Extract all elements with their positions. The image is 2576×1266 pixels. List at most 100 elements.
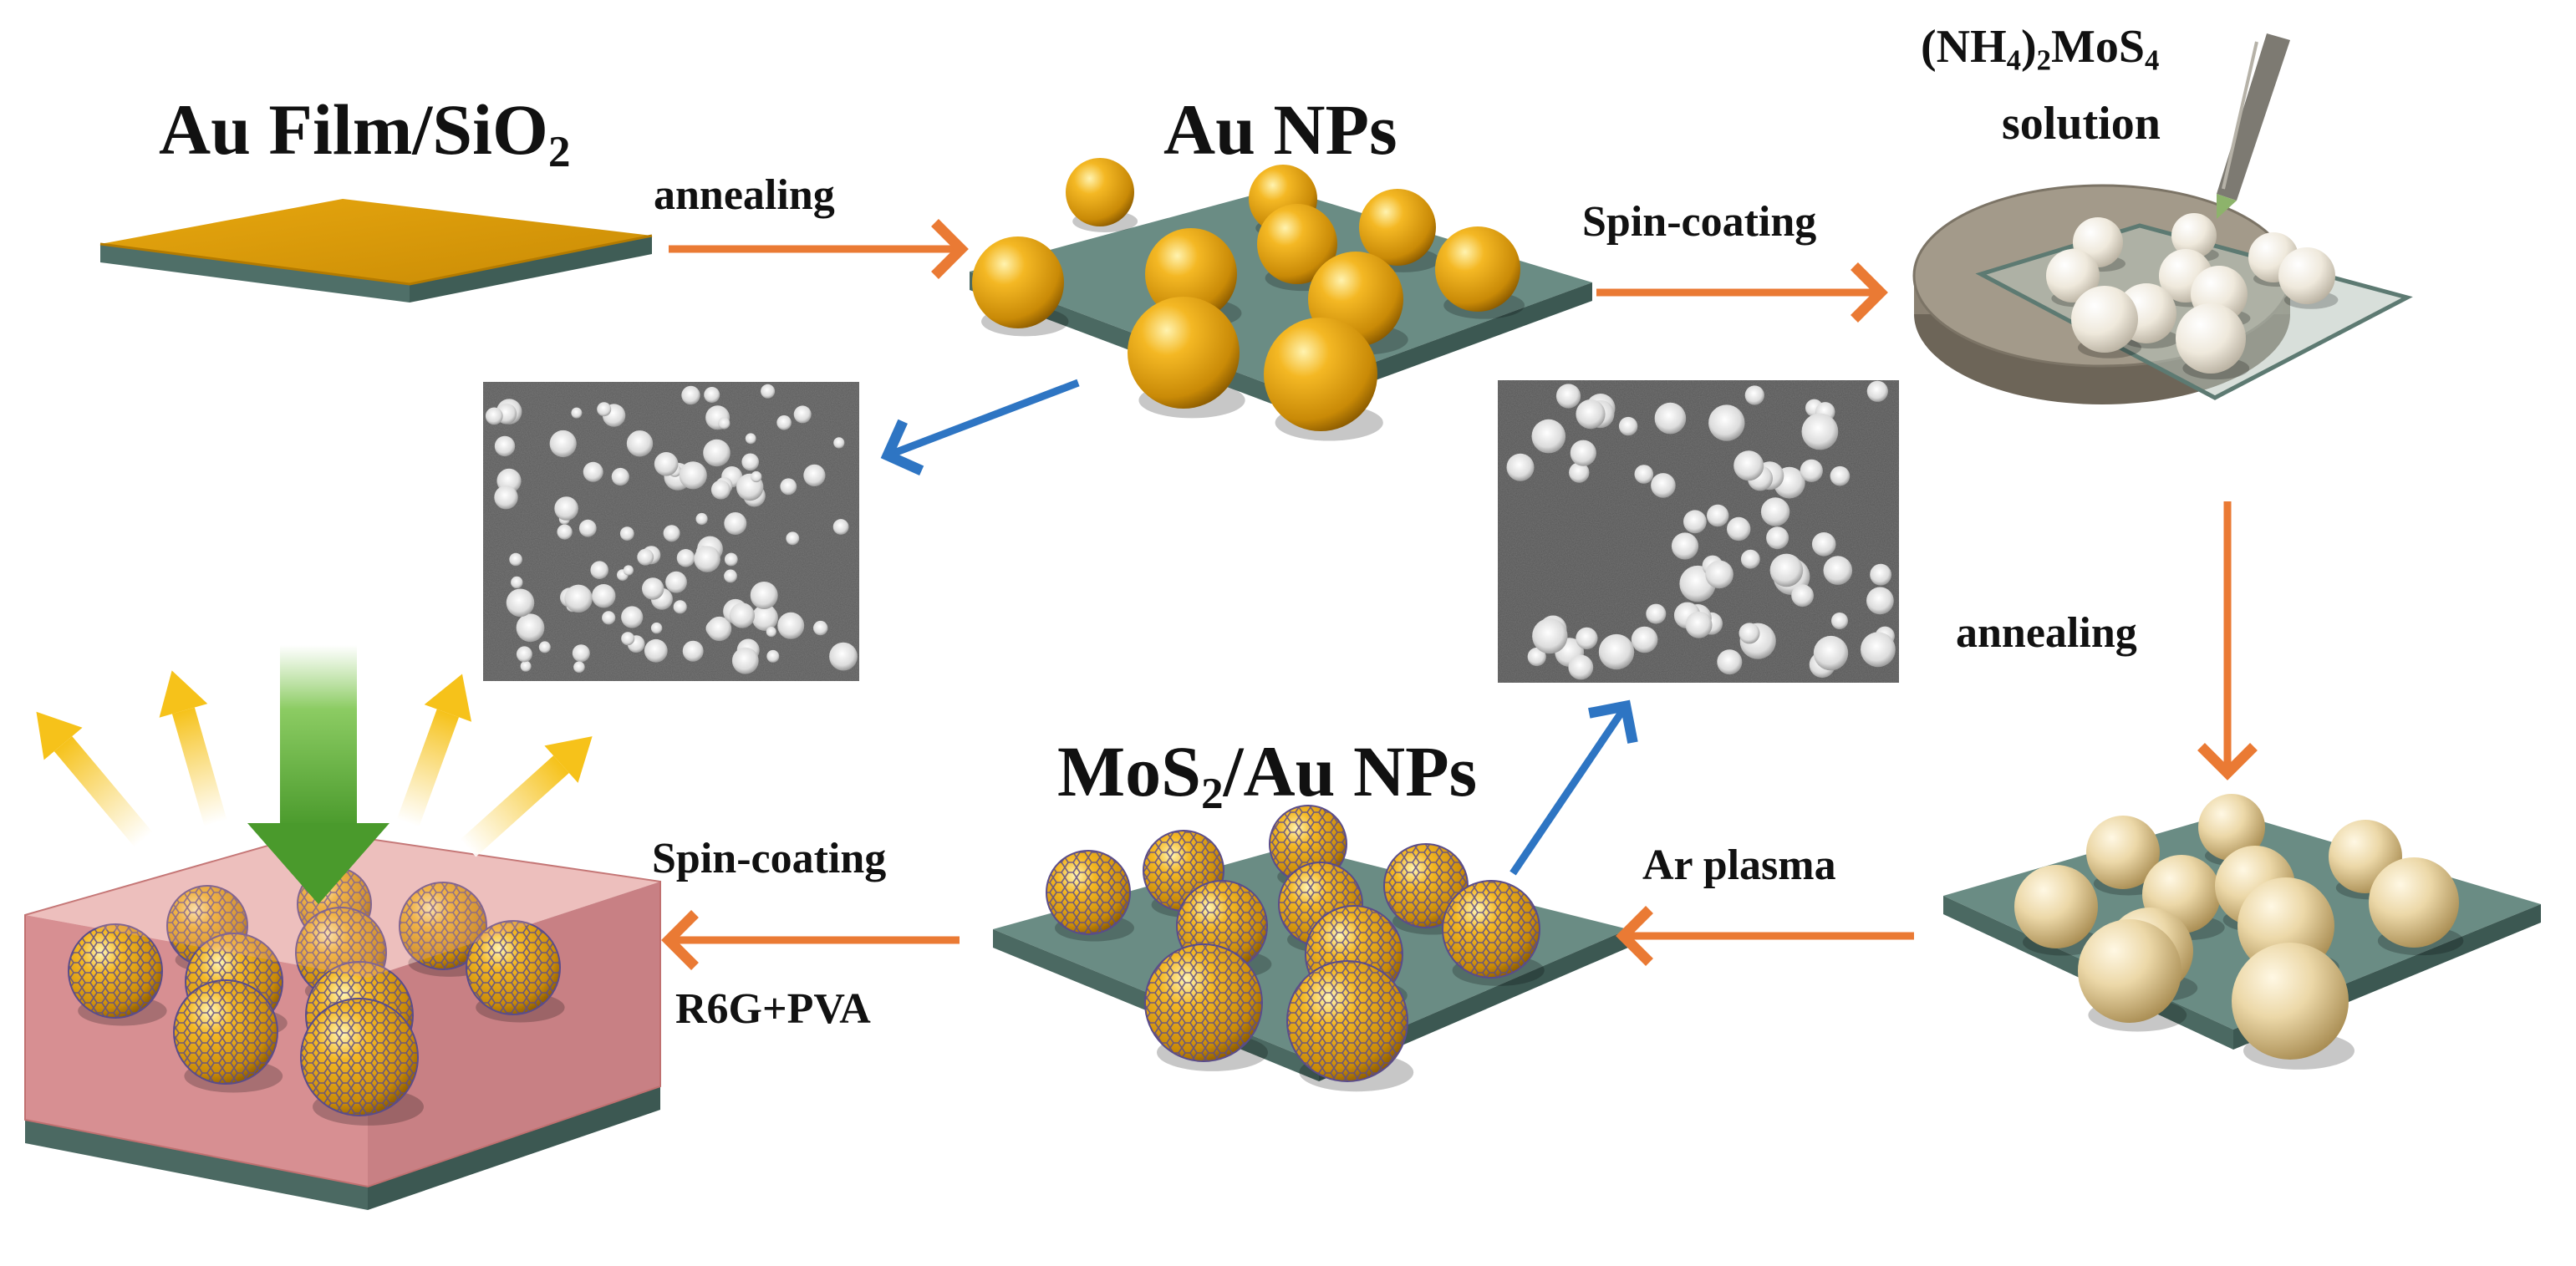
label-mos2-au-nps: MoS2/Au NPs <box>1057 731 1478 818</box>
sem-particle <box>538 641 551 653</box>
au-nanoparticle <box>1128 297 1240 409</box>
sem-particle <box>1555 384 1581 409</box>
sem-particle <box>1570 440 1596 466</box>
sem-particle <box>602 611 616 625</box>
sem-particle <box>1830 465 1851 486</box>
mos2-au-nanoparticle-shell <box>1144 943 1263 1062</box>
sem-particle <box>1705 560 1733 589</box>
sem-particle <box>703 439 731 467</box>
sem-particle <box>626 430 654 457</box>
mos2-au-nanoparticle-shell <box>1442 880 1540 979</box>
mos2-au-nanoparticle-shell <box>1383 843 1469 928</box>
sem-particle <box>572 644 590 663</box>
sem-particle <box>679 461 707 490</box>
sem-particle <box>597 402 612 417</box>
sem-particle <box>724 569 737 583</box>
sem-particle <box>665 571 687 593</box>
pva-film-top <box>25 831 660 978</box>
au-nanoparticle <box>1359 189 1436 266</box>
step-annealing-1: annealing <box>654 171 835 219</box>
sem-particle <box>511 576 523 589</box>
annealed-nanoparticle <box>2014 865 2098 948</box>
sem-particle <box>1531 419 1566 454</box>
sem-particle <box>564 584 593 613</box>
label-au-nps: Au NPs <box>1163 89 1397 170</box>
sem-particle <box>676 549 695 567</box>
mos2-au-nanoparticle-shell <box>1286 960 1408 1082</box>
sem-particle <box>637 548 654 566</box>
sem-particle <box>745 433 756 445</box>
sem-particle <box>1811 532 1836 557</box>
au-nanoparticle <box>972 236 1064 328</box>
coated-nanoparticle <box>2046 249 2100 303</box>
coated-nanoparticles <box>2046 213 2339 380</box>
sem-particle <box>761 384 776 399</box>
au-nanoparticles <box>972 158 1525 441</box>
coated-nanoparticle <box>2071 286 2138 353</box>
sem-particle <box>694 546 720 572</box>
sem-particle <box>650 622 663 634</box>
sem-particle <box>786 531 800 546</box>
sem-particle <box>707 616 732 642</box>
sem-particle <box>718 417 731 430</box>
au-nanoparticle <box>1145 228 1237 320</box>
sem-particle <box>766 649 780 663</box>
sem-particle <box>1866 587 1894 615</box>
sem-particle <box>485 407 503 425</box>
laser-arrow-icon <box>247 645 389 904</box>
sem-particle <box>1685 611 1713 638</box>
step-r6g-pva: R6G+PVA <box>675 985 871 1033</box>
sem-particle <box>1733 450 1764 481</box>
sem-particle <box>695 512 708 526</box>
sem-particle <box>573 661 585 674</box>
sem-particle <box>813 620 828 636</box>
sem-particle <box>557 524 573 540</box>
sem-particle <box>509 552 522 567</box>
sem-particle <box>554 496 578 521</box>
au-nanoparticle <box>1066 158 1134 226</box>
sem-particle <box>793 405 812 424</box>
sem-particle <box>611 467 629 486</box>
sem-particle <box>803 464 826 487</box>
sem-particle <box>1569 462 1590 483</box>
sem-particle <box>592 584 616 608</box>
sem-particle <box>1707 504 1729 527</box>
scattered-light-icon <box>36 670 593 857</box>
sem-particle <box>1634 465 1654 484</box>
annealed-nanoparticle <box>2369 857 2459 948</box>
sem-particle <box>724 552 738 567</box>
sem-particle <box>1813 635 1849 671</box>
sem-particle <box>1870 563 1892 586</box>
sem-particle <box>1769 553 1804 587</box>
label-solution: solution <box>2002 98 2161 150</box>
sem-particle <box>1866 380 1888 402</box>
sem-particle <box>1618 416 1638 436</box>
sem-particle <box>663 525 680 542</box>
sem-particle <box>777 612 805 639</box>
sem-particle <box>623 565 634 576</box>
annealed-nanoparticle <box>2086 816 2160 889</box>
sem-particle <box>829 642 858 671</box>
sem-image-mos2-au-nps <box>1498 380 1899 683</box>
sem-particle <box>833 437 845 449</box>
sem-particle <box>1654 402 1687 435</box>
sem-particle <box>1651 473 1676 498</box>
sem-particle <box>516 613 545 643</box>
sem-particle <box>751 604 778 631</box>
sem-particle <box>506 588 535 618</box>
embedded-nanoparticles <box>68 867 565 1126</box>
sem-particle <box>1568 654 1594 680</box>
sem-particle <box>1671 532 1699 560</box>
sem-particle <box>1791 584 1815 608</box>
sem-particle <box>571 407 583 419</box>
au-nanoparticle <box>1257 204 1337 284</box>
sem-particle <box>1744 385 1764 405</box>
sem-particle <box>710 480 731 500</box>
embedded-nanoparticle-shell <box>300 998 419 1116</box>
embedded-nanoparticle-shell <box>68 923 163 1019</box>
sem-particle <box>704 387 720 403</box>
sem-particle <box>1831 613 1848 629</box>
sem-particle <box>583 461 603 482</box>
